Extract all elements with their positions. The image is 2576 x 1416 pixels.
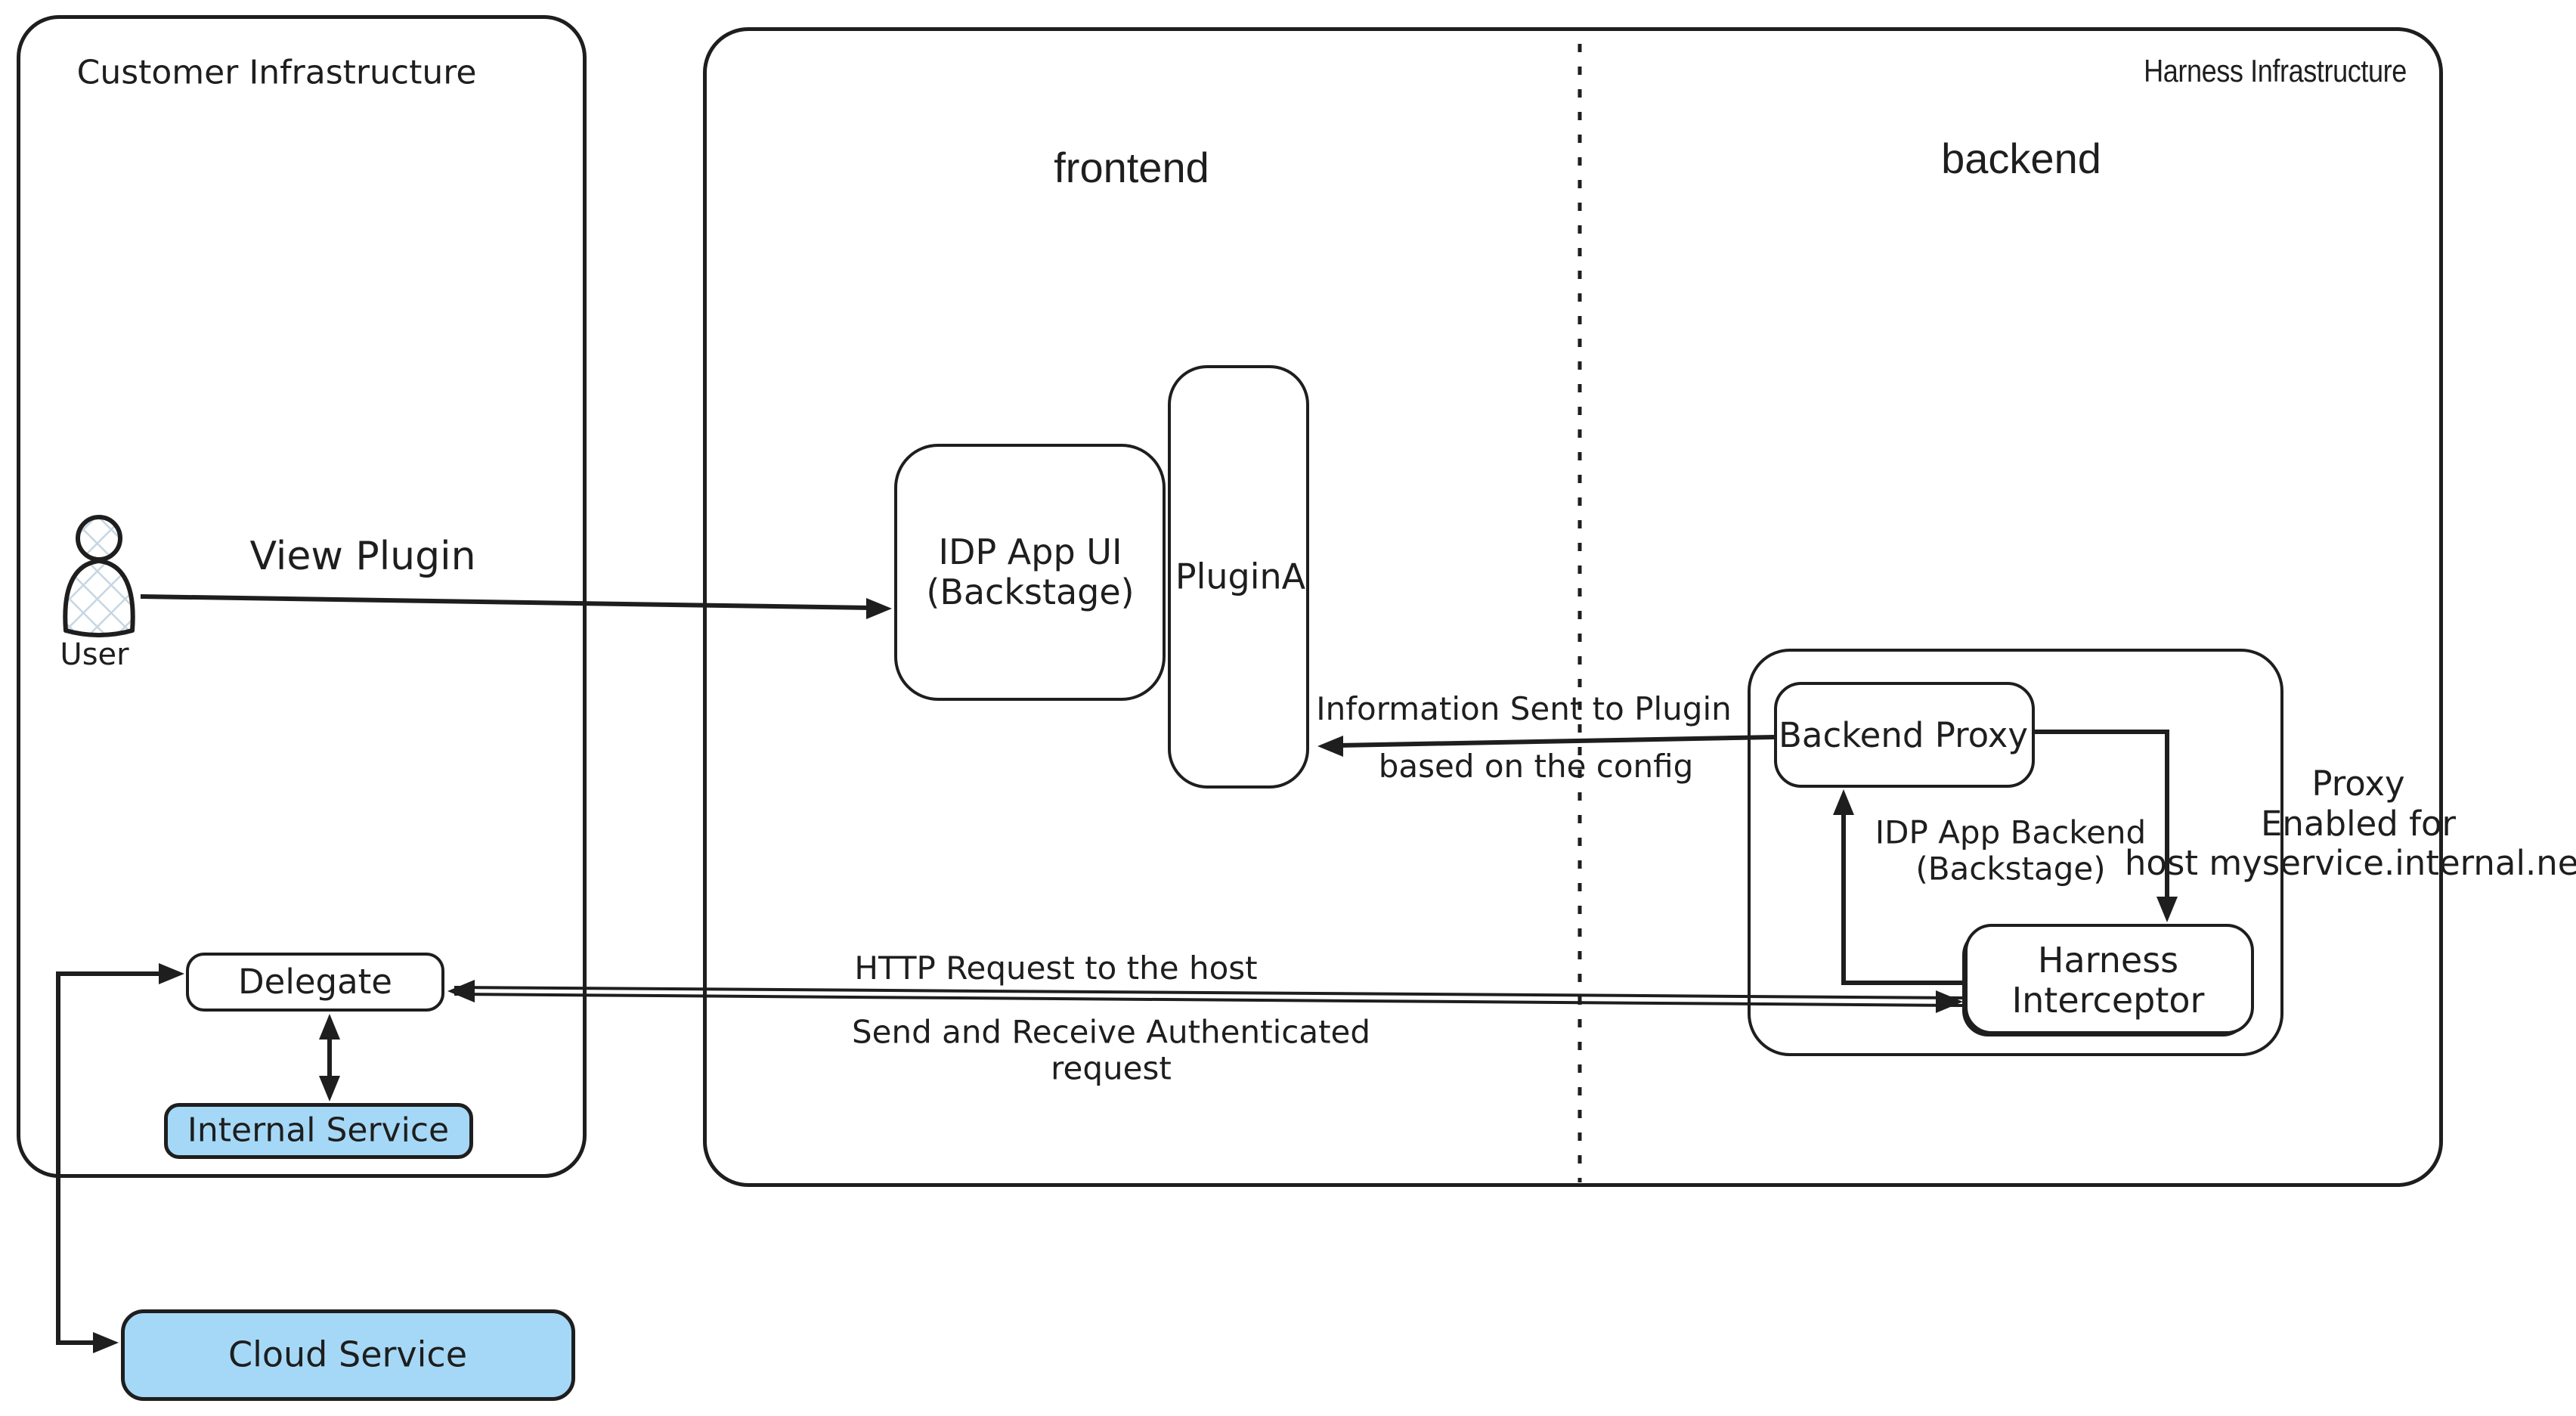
harness-infrastructure-title: Harness Infrastructure: [2144, 52, 2407, 88]
idp-app-ui-box: [894, 444, 1166, 701]
proxy-enabled-note: Proxy Enabled for host myservice.interna…: [2124, 764, 2576, 884]
backend-proxy-label: Backend Proxy: [1779, 715, 2028, 756]
authenticated-request-label: Send and Receive Authenticated request: [851, 1013, 1371, 1087]
backend-proxy-box: [1774, 682, 2035, 788]
info-sent-label: Information Sent to Plugin: [1316, 689, 1732, 727]
delegate-label: Delegate: [238, 962, 392, 1002]
cloud-service-box: [121, 1309, 575, 1401]
plugin-a-box: [1168, 365, 1309, 789]
harness-interceptor-label: Harness Interceptor: [2011, 940, 2205, 1021]
user-label: User: [60, 637, 129, 672]
backend-section-label: backend: [1941, 134, 2101, 182]
internal-service-label: Internal Service: [187, 1111, 450, 1150]
harness-interceptor-box: [1965, 924, 2254, 1034]
idp-app-backend-label: IDP App Backend (Backstage): [1875, 813, 2147, 888]
view-plugin-label: View Plugin: [249, 534, 476, 580]
cloud-service-label: Cloud Service: [228, 1334, 468, 1375]
http-request-label: HTTP Request to the host: [854, 949, 1258, 987]
idp-app-ui-label: IDP App UI (Backstage): [926, 531, 1135, 612]
plugin-a-label: PluginA: [1175, 556, 1306, 597]
customer-infrastructure-title: Customer Infrastructure: [76, 53, 477, 92]
frontend-section-label: frontend: [1054, 143, 1209, 191]
delegate-box: [186, 953, 444, 1012]
info-config-label: based on the config: [1378, 747, 1694, 785]
